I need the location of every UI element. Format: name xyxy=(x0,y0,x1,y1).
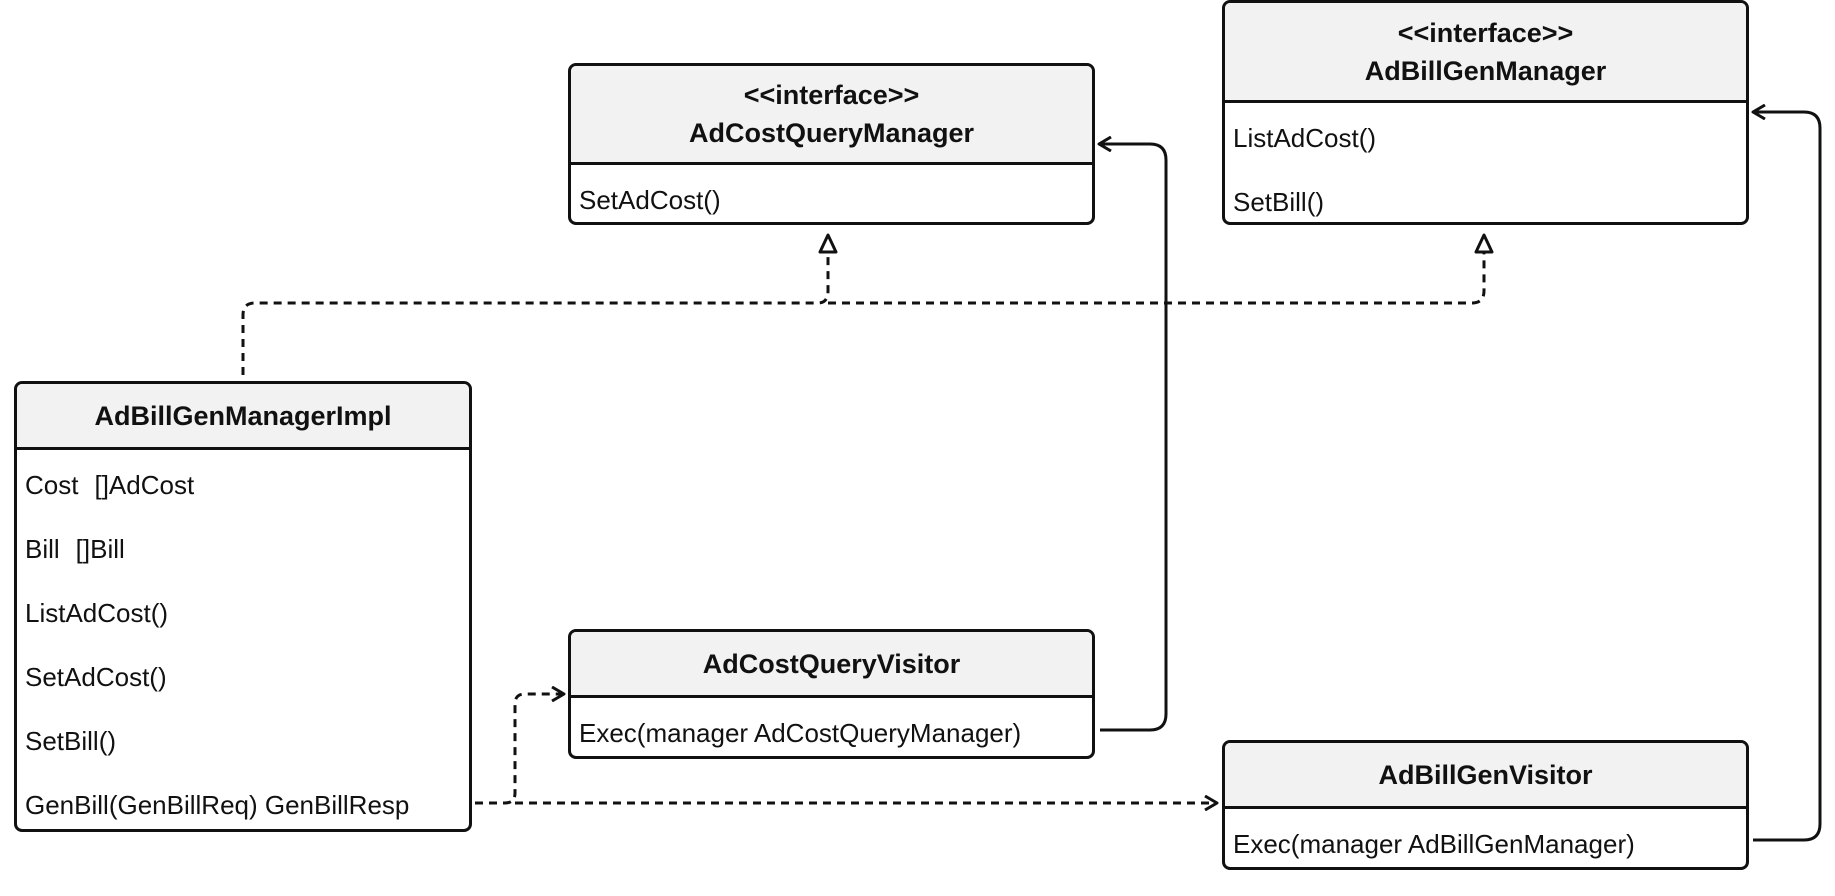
member-list: Cost []AdCost Bill []Bill ListAdCost() Set… xyxy=(17,450,469,829)
field-cost: Cost []AdCost xyxy=(25,454,469,518)
class-header: AdCostQueryVisitor xyxy=(571,632,1092,698)
stereotype-label: <<interface>> xyxy=(1397,17,1574,48)
class-header: <<interface>> AdCostQueryManager xyxy=(571,66,1092,165)
field-type: []Bill xyxy=(75,534,125,564)
method-exec: Exec(manager AdCostQueryManager) xyxy=(579,718,1022,748)
member-list: ListAdCost() SetBill() xyxy=(1225,103,1746,222)
class-adbillgenvisitor[interactable]: AdBillGenVisitor Exec(manager AdBillGenM… xyxy=(1222,740,1749,870)
class-name: AdBillGenManager xyxy=(1364,55,1607,86)
member-list: SetAdCost() xyxy=(571,165,1092,222)
field-name: Cost xyxy=(25,470,79,500)
class-adbillgenmanagerimpl[interactable]: AdBillGenManagerImpl Cost []AdCost Bill []… xyxy=(14,381,472,832)
association-arrow-adcostquerymanager xyxy=(1099,144,1168,732)
method-listadcost: ListAdCost() xyxy=(25,598,169,628)
method-genbill: GenBill(GenBillReq) GenBillResp xyxy=(25,790,410,820)
realization-line-adcostquerymanager xyxy=(241,233,838,375)
class-header: AdBillGenManagerImpl xyxy=(17,384,469,450)
field-bill: Bill []Bill xyxy=(25,518,469,582)
field-name: Bill xyxy=(25,534,60,564)
class-name: AdBillGenVisitor xyxy=(1378,759,1593,790)
class-name: AdCostQueryVisitor xyxy=(702,648,961,679)
realization-line-adbillgenmanager xyxy=(828,233,1494,305)
class-name: AdCostQueryManager xyxy=(688,118,975,148)
method-setbill: SetBill() xyxy=(1233,187,1325,217)
method-listadcost: ListAdCost() xyxy=(1233,123,1377,153)
association-arrow-adbillgenmanager xyxy=(1753,112,1822,842)
method-setadcost: SetAdCost() xyxy=(25,662,167,692)
method-exec: Exec(manager AdBillGenManager) xyxy=(1233,829,1635,859)
member-list: Exec(manager AdBillGenManager) xyxy=(1225,809,1746,867)
member-list: Exec(manager AdCostQueryManager) xyxy=(571,698,1092,756)
class-header: AdBillGenVisitor xyxy=(1225,743,1746,809)
class-name: AdBillGenManagerImpl xyxy=(94,400,392,431)
dependency-arrow-adcostqueryvisitor xyxy=(475,694,564,805)
class-adcostquerymanager[interactable]: <<interface>> AdCostQueryManager SetAdCo… xyxy=(568,63,1095,225)
class-header: <<interface>> AdBillGenManager xyxy=(1225,3,1746,103)
field-type: []AdCost xyxy=(94,470,195,500)
stereotype-label: <<interface>> xyxy=(743,80,920,110)
class-adcostqueryvisitor[interactable]: AdCostQueryVisitor Exec(manager AdCostQu… xyxy=(568,629,1095,759)
method-setbill: SetBill() xyxy=(25,726,117,756)
method-setadcost: SetAdCost() xyxy=(579,185,721,215)
class-adbillgenmanager[interactable]: <<interface>> AdBillGenManager ListAdCos… xyxy=(1222,0,1749,225)
